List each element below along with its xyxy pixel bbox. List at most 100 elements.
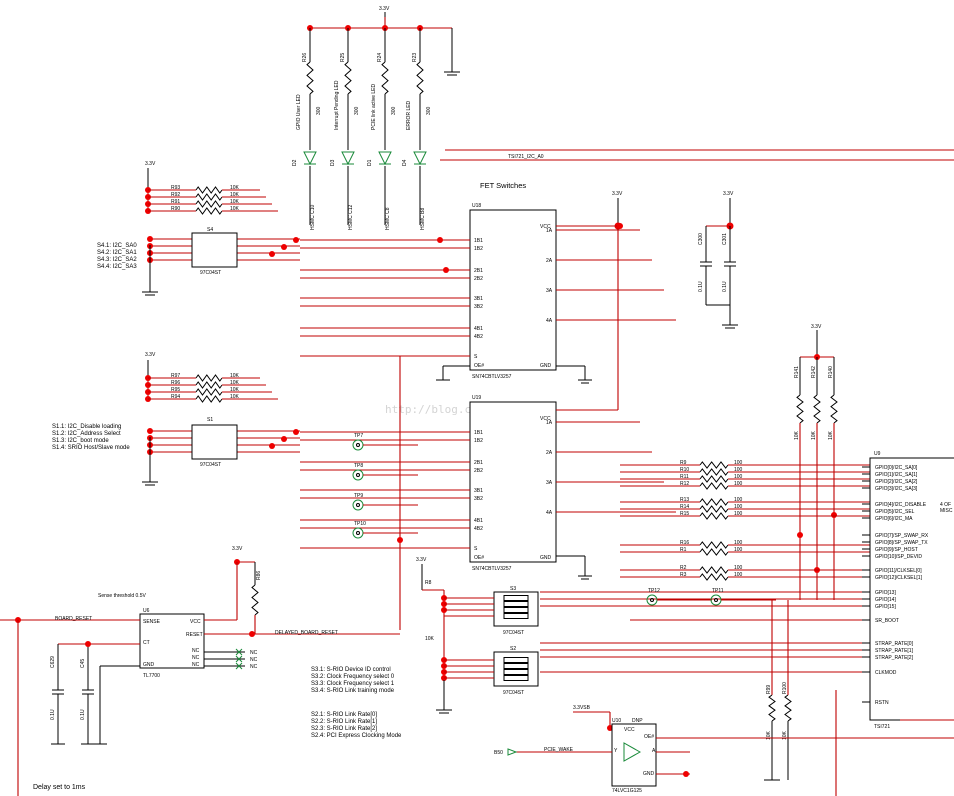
series-resistor	[699, 548, 729, 556]
misc-label: 4 OF	[940, 502, 951, 508]
switch-desc: S1.2: I2C_Address Select	[52, 431, 121, 437]
board-reset-label: BOARD_RESET	[55, 616, 92, 622]
res-val: 10K	[230, 380, 240, 386]
res-ref: R1	[680, 547, 687, 553]
res-val: 100	[734, 547, 743, 553]
res-ref: R15	[680, 511, 689, 517]
r8-ref: R8	[425, 580, 432, 586]
res-val: 100	[734, 572, 743, 578]
ic-ref: U10	[612, 718, 621, 724]
led-res-ref: R26	[302, 53, 308, 62]
pullup-resistor	[768, 694, 776, 722]
switch-toggle	[503, 613, 529, 619]
ic-out: 2A	[546, 450, 553, 456]
ic-pin: 1B2	[474, 438, 483, 444]
ic-oe: OE#	[474, 363, 484, 369]
res-val: 10K	[782, 730, 788, 740]
u9-pin: GPIO[3]/I2C_SA[3]	[875, 486, 918, 492]
s1-pwr: 3.3V	[145, 352, 156, 358]
ic-pin: 4B1	[474, 518, 483, 524]
s3-part: 97C04ST	[503, 630, 524, 636]
led-res-val: 300	[426, 106, 432, 115]
res-val: 100	[734, 504, 743, 510]
delay-label: Delay set to 1ms	[33, 784, 86, 791]
pullup-resistor	[195, 374, 223, 382]
ic-part: SN74CBTLV3257	[472, 566, 512, 572]
u9-pin: STRAP_RATE[0]	[875, 641, 914, 647]
cap-ref: C45	[80, 659, 86, 668]
res-val: 100	[734, 481, 743, 487]
res-val: 100	[734, 474, 743, 480]
res-val: 10K	[230, 206, 240, 212]
ic-part: TL7700	[143, 673, 160, 679]
ic-vcc: VCC	[540, 224, 551, 230]
pullup-resistor	[830, 394, 838, 424]
res-ref: R16	[680, 540, 689, 546]
ic-pin: 2B1	[474, 268, 483, 274]
ic-pin: 4B1	[474, 326, 483, 332]
ic-pin: 1B2	[474, 246, 483, 252]
res-val: 10K	[230, 192, 240, 198]
res-val: 10K	[230, 373, 240, 379]
u9-pin: GPIO[8]/SP_SWAP_TX	[875, 540, 928, 546]
series-resistor	[699, 468, 729, 476]
series-resistor	[699, 573, 729, 581]
s2-desc: S2.1: S-RIO Link Rate[0]	[311, 712, 377, 718]
led-name: PCIE link active LED	[371, 83, 377, 130]
ic-out: 3A	[546, 288, 553, 294]
res-ref: R93	[171, 185, 180, 191]
s3-desc: S3.3: Clock Frequency select 1	[311, 681, 395, 687]
tp-ref: TP11	[712, 588, 724, 594]
pwr-label-top: 3.3V	[379, 6, 390, 12]
ic-pin: 1B1	[474, 430, 483, 436]
res-val: 100	[734, 565, 743, 571]
s3-pwr: 3.3V	[416, 557, 427, 563]
res-val: 100	[734, 460, 743, 466]
nc-label: NC	[250, 650, 258, 656]
pullup-resistor	[195, 388, 223, 396]
u9-pin: GPIO[12]/CLKSEL[1]	[875, 575, 923, 581]
u6-pin: NC	[192, 655, 200, 661]
res-ref: R100	[782, 682, 788, 694]
ic-ref: U19	[472, 395, 481, 401]
switch-desc: S1.4: SRIO Host/Slave mode	[52, 445, 130, 451]
res-val: 100	[734, 467, 743, 473]
cap-ref: C301	[722, 233, 728, 245]
ic-vcc: VCC	[540, 416, 551, 422]
switch-desc: S1.3: I2C_boot mode	[52, 438, 109, 444]
testpoint-icon	[352, 439, 364, 451]
s3-s2-block: 3.3V R8 10K S3 97C04ST S2 97C04ST S3.1: …	[311, 557, 539, 739]
ic-out: 2A	[546, 258, 553, 264]
nc-icon	[235, 655, 243, 663]
s2-part: 97C04ST	[503, 690, 524, 696]
pullup-resistor	[784, 694, 792, 722]
testpoint-icon	[352, 469, 364, 481]
led-diode-icon	[341, 151, 355, 166]
ic-pin: 2B2	[474, 276, 483, 282]
ic-ref: U6	[143, 608, 150, 614]
res-ref: R12	[680, 481, 689, 487]
u10-oe: OE#	[644, 734, 654, 740]
u9-pin: STRAP_RATE[1]	[875, 648, 914, 654]
res-ref: R10	[680, 467, 689, 473]
led-net: HSMC B8	[420, 208, 426, 230]
res-ref: R14	[680, 504, 689, 510]
tp-ref: TP8	[354, 463, 363, 469]
s3-ref: S3	[510, 586, 516, 592]
led-res-val: 300	[354, 106, 360, 115]
fet-switch-ic	[469, 401, 557, 563]
switch-toggle	[503, 607, 529, 613]
tp-ref: TP10	[354, 521, 366, 527]
led-net: HSMC C8	[385, 207, 391, 230]
ic-pin: S	[474, 354, 478, 360]
ic-pin: 3B2	[474, 496, 483, 502]
pullup-resistor	[796, 394, 804, 424]
led-diode-icon	[378, 151, 392, 166]
ic-part: TSI721	[874, 724, 890, 730]
res-ref: R2	[680, 565, 687, 571]
testpoint-icon	[352, 499, 364, 511]
cap-val: 0.1U	[50, 709, 56, 720]
led-d-ref: D4	[402, 159, 408, 166]
